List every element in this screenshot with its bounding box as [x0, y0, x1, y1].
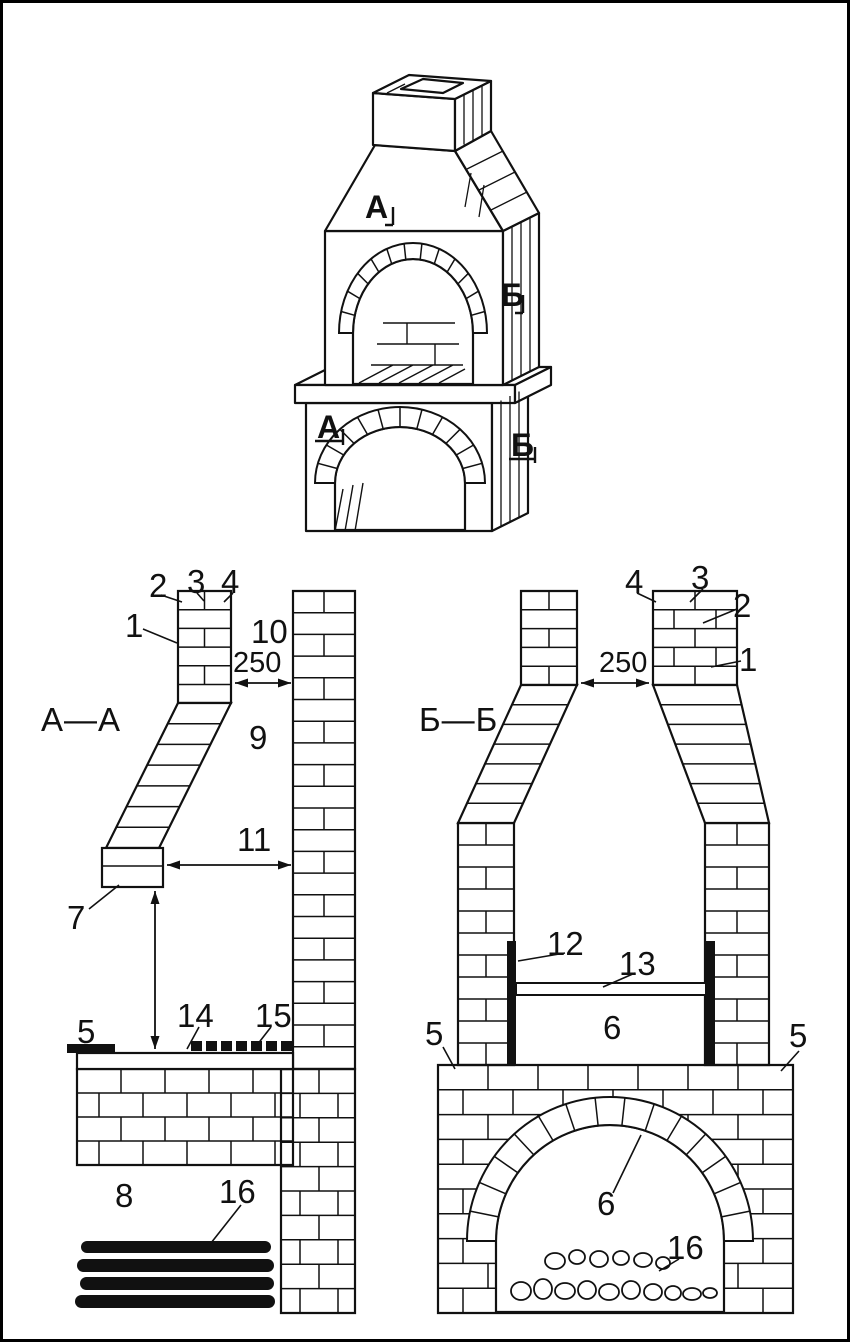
sections [67, 588, 800, 1315]
section-bb-title: Б—Б [419, 701, 499, 738]
shelf-right [513, 365, 553, 405]
leader-lines [88, 588, 800, 1272]
callout-bb-6-top: 6 [603, 1009, 622, 1046]
callout-bb-12: 12 [547, 925, 584, 962]
soot-box [100, 846, 165, 889]
callout-aa-7: 7 [67, 899, 86, 936]
grate [191, 1041, 292, 1051]
callout-bb-1: 1 [739, 641, 758, 678]
callout-bb-5-left: 5 [425, 1015, 444, 1052]
callout-aa-14: 14 [177, 997, 214, 1034]
section-aa-title: А—А [41, 701, 122, 738]
callout-aa-3: 3 [187, 563, 206, 600]
callout-aa-10: 10 [251, 613, 288, 650]
isometric-sketch [293, 73, 553, 533]
firebox-side-hatch [511, 217, 531, 381]
firewood-ends [510, 1249, 718, 1301]
hearth-slab [75, 1051, 295, 1071]
callout-bb-2: 2 [733, 587, 752, 624]
callout-bb-4: 4 [625, 563, 644, 600]
callout-bb-16: 16 [667, 1229, 704, 1266]
section-mark-b-lower: Б [511, 427, 534, 463]
section-mark-a-upper: А [365, 189, 389, 225]
dim-aa-250: 250 [233, 647, 282, 679]
callout-bb-13: 13 [619, 945, 656, 982]
callout-aa-11: 11 [237, 821, 272, 858]
frame-post-right [706, 941, 715, 1065]
frame-post-left [507, 941, 516, 1065]
callout-aa-5: 5 [77, 1013, 96, 1050]
shelf-front [293, 383, 517, 405]
firewood-logs [75, 1241, 275, 1308]
cap-front [371, 91, 457, 153]
hood-hatch [464, 150, 528, 218]
callout-aa-2: 2 [149, 567, 168, 604]
lintel [515, 982, 707, 996]
cap-hatch [380, 80, 483, 145]
front-plate [67, 1044, 115, 1053]
section-mark-b-upper: Б [501, 277, 524, 313]
callout-aa-8: 8 [115, 1177, 134, 1214]
callout-aa-16: 16 [219, 1173, 256, 1210]
callout-aa-4: 4 [221, 563, 240, 600]
pedestal-interior-hatch [334, 482, 364, 532]
callout-bb-5-right: 5 [789, 1017, 808, 1054]
section-mark-a-lower: А [317, 409, 341, 445]
callout-bb-3: 3 [691, 559, 710, 596]
diagram-artwork [67, 73, 800, 1315]
section-cut-ticks [315, 207, 537, 463]
callout-aa-1: 1 [125, 607, 144, 644]
dim-bb-250: 250 [599, 647, 648, 679]
flue-hole [399, 77, 465, 95]
firebox-interior-bricks [358, 322, 466, 384]
callout-aa-9: 9 [249, 719, 268, 756]
callout-aa-15: 15 [255, 997, 292, 1034]
callout-bb-6-bottom: 6 [597, 1185, 616, 1222]
